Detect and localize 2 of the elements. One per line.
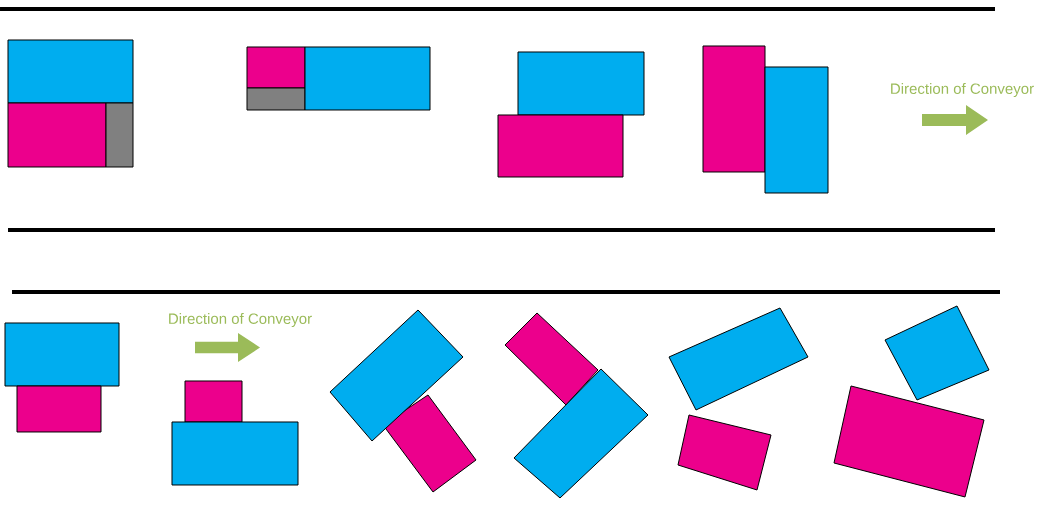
direction-label: Direction of Conveyor	[169, 313, 312, 327]
direction-label: Direction of Conveyor	[891, 83, 1034, 97]
